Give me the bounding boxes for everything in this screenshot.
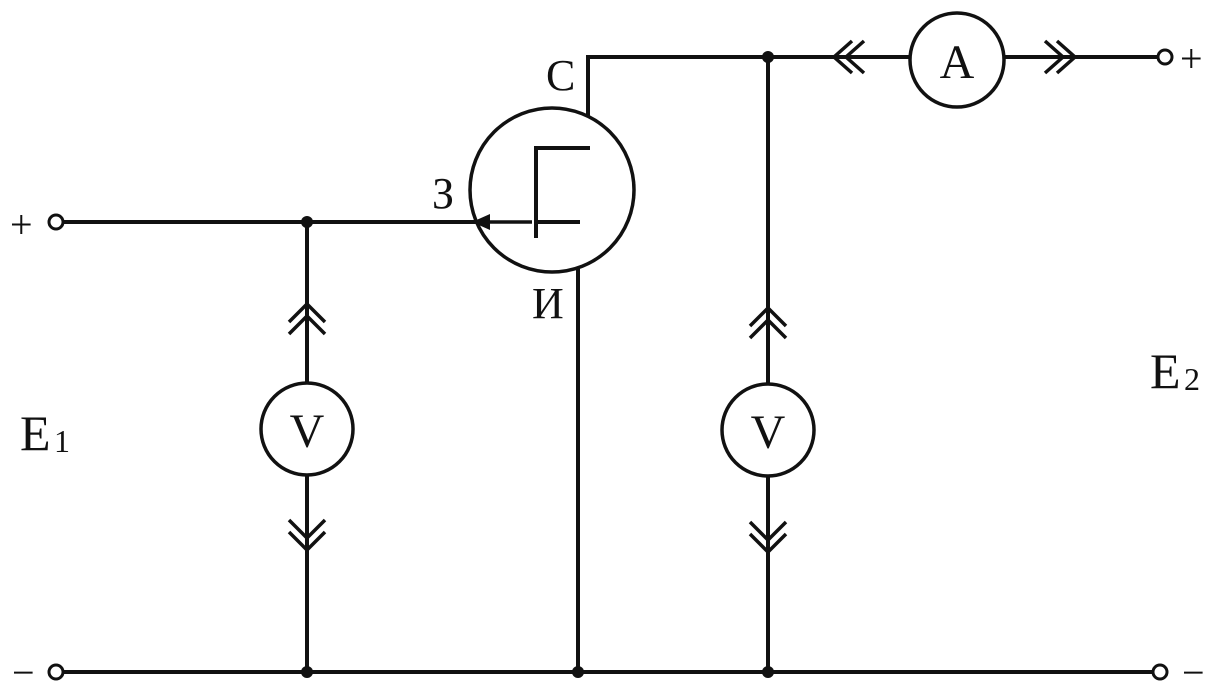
drain-label: С (546, 51, 575, 100)
chevron-right-icon (1055, 39, 1078, 75)
voltmeter-drain-label: V (751, 406, 786, 459)
terminal-drain-plus (1156, 48, 1174, 66)
polarity-chevrons (287, 39, 1078, 555)
voltmeter-gate-label: V (290, 405, 325, 458)
e1-subscript: 1 (54, 423, 70, 459)
e2-letter: E (1150, 343, 1181, 399)
chevron-right-icon (1043, 39, 1066, 75)
minus-right-label: − (1182, 650, 1205, 691)
chevron-left-icon (843, 39, 866, 75)
field-effect-transistor (468, 106, 636, 274)
source-label: И (532, 279, 564, 328)
gate-arrow-icon (472, 214, 490, 230)
plus-right-label: + (1180, 36, 1203, 81)
chevron-up-icon (748, 317, 788, 340)
terminal-drain-minus (1151, 663, 1169, 681)
chevron-up-icon (287, 313, 327, 336)
junction-dot (301, 216, 313, 228)
minus-left-label: − (12, 650, 35, 691)
e1-letter: E (20, 405, 51, 461)
voltmeter-drain: V (720, 382, 816, 478)
terminals (47, 48, 1174, 681)
plus-left-label: + (10, 202, 33, 247)
ammeter-label: A (940, 36, 975, 89)
chevron-down-icon (748, 532, 788, 555)
terminal-gate-minus (47, 663, 65, 681)
junctions (301, 51, 774, 678)
junction-dot (762, 51, 774, 63)
junction-dot (572, 666, 584, 678)
chevron-up-icon (287, 301, 327, 324)
chevron-up-icon (748, 305, 788, 328)
junction-dot (301, 666, 313, 678)
gate-label: З (432, 169, 454, 218)
voltmeter-gate-circle (259, 381, 355, 477)
chevron-down-icon (287, 518, 327, 541)
transistor-body (468, 106, 636, 274)
terminal-gate-plus (47, 213, 65, 231)
ammeter-circle (908, 11, 1006, 109)
chevron-down-icon (748, 520, 788, 543)
voltmeter-drain-circle (720, 382, 816, 478)
junction-dot (762, 666, 774, 678)
e1-label: E 1 (20, 405, 70, 461)
chevron-down-icon (287, 530, 327, 553)
voltmeter-gate: V (259, 381, 355, 477)
ammeter: A (908, 11, 1006, 109)
e2-subscript: 2 (1184, 361, 1200, 397)
e2-label: E 2 (1150, 343, 1200, 399)
chevron-left-icon (831, 39, 854, 75)
